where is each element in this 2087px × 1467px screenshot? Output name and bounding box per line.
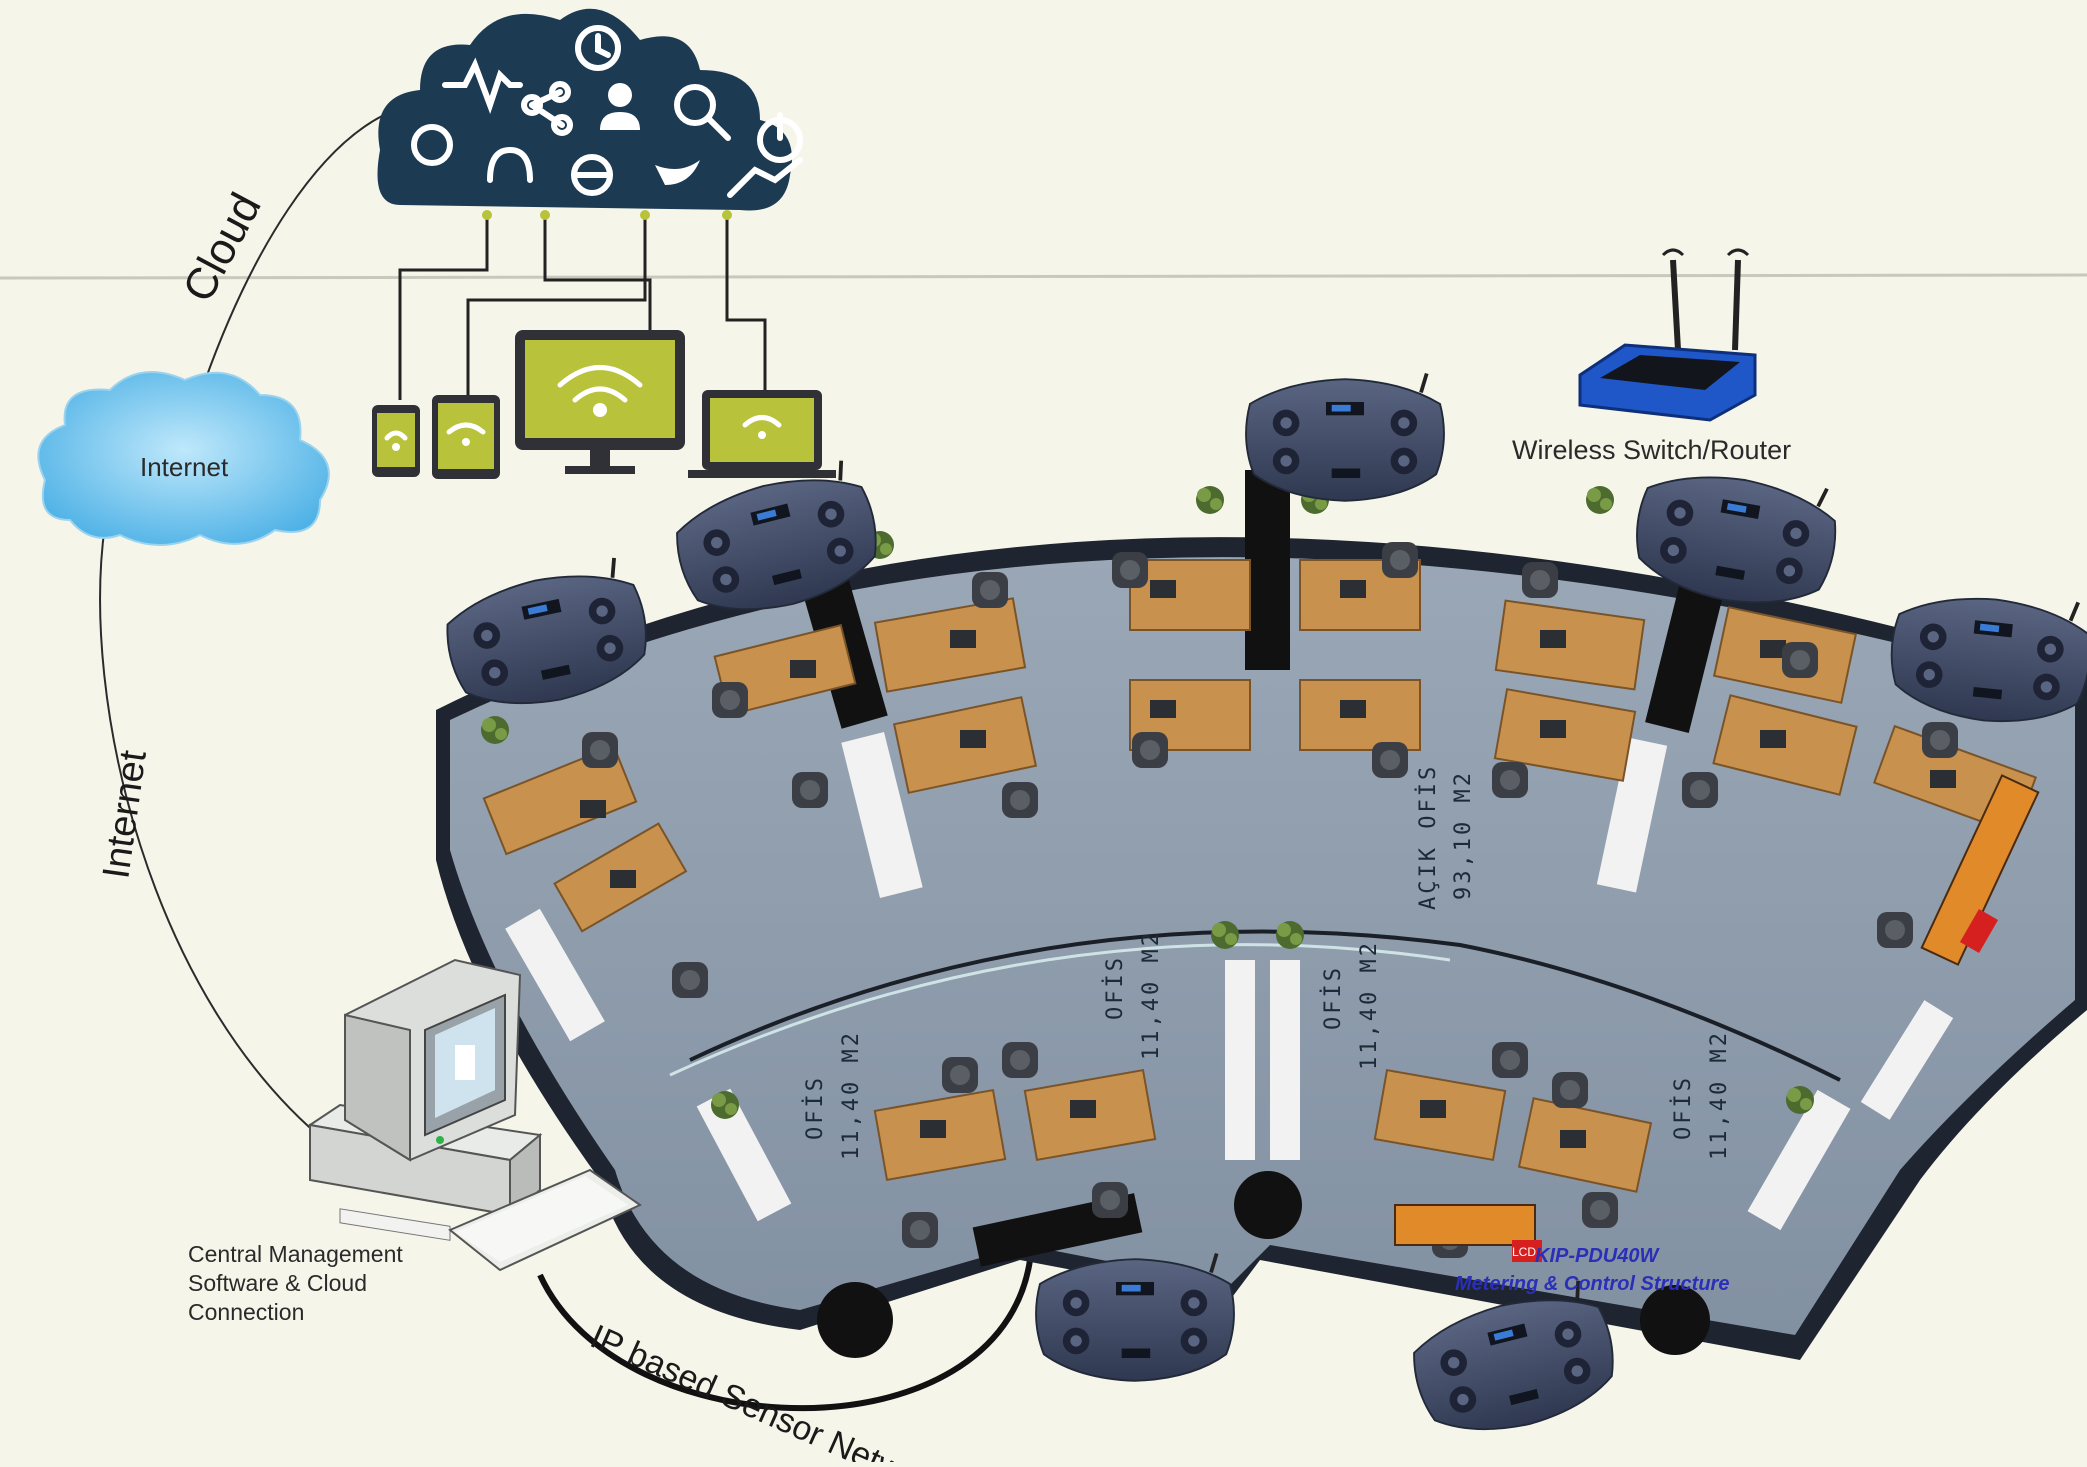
sensor-network-label: IP based Sensor Network xyxy=(585,1318,953,1462)
office-area-3: 11,40 M2 xyxy=(839,1030,864,1160)
wireless-router xyxy=(1578,248,1757,422)
kip-desc-label: Metering & Control Structure xyxy=(1455,1273,1729,1295)
central-label-line3: Connection xyxy=(188,1299,305,1325)
kip-model-label: KIP-PDU40W xyxy=(1535,1245,1660,1267)
office-area-4: 11,40 M2 xyxy=(1707,1030,1732,1160)
twitter-icon xyxy=(655,160,700,185)
central-computer xyxy=(307,958,642,1272)
cloud-services xyxy=(377,8,803,400)
floor-pdu-strip-right xyxy=(1920,774,2040,966)
office-name-1: OFİS xyxy=(1102,955,1128,1020)
internet-cloud-label: Internet xyxy=(140,452,229,482)
central-label-line2: Software & Cloud xyxy=(188,1270,367,1296)
office-name-2: OFİS xyxy=(1320,965,1346,1030)
search-icon xyxy=(674,84,716,126)
office-floor-plan xyxy=(436,470,2087,1360)
open-office-name: AÇIK OFİS xyxy=(1415,764,1441,910)
floor-pdu-strip-bottom xyxy=(1394,1204,1542,1262)
gear-icon xyxy=(411,124,453,166)
open-office-area: 93,10 M2 xyxy=(1451,770,1476,900)
pdu-device xyxy=(1244,371,1446,503)
central-label-line1: Central Management xyxy=(188,1241,403,1267)
cloud-link-line xyxy=(199,109,396,396)
headphones-icon xyxy=(487,146,533,183)
router-label: Wireless Switch/Router xyxy=(1512,435,1792,465)
user-icon xyxy=(608,83,632,107)
office-area-1: 11,40 M2 xyxy=(1139,930,1164,1060)
sensor-network-cable xyxy=(537,1259,1033,1412)
central-management-label: Central Management Software & Cloud Conn… xyxy=(188,1240,403,1327)
lcd-label: LCD xyxy=(1512,1245,1536,1259)
pdu-device xyxy=(1034,1251,1236,1383)
heartbeat-icon xyxy=(442,57,523,114)
office-name-4: OFİS xyxy=(1670,1075,1696,1140)
office-name-3: OFİS xyxy=(802,1075,828,1140)
divider-line xyxy=(0,273,2087,280)
trend-icon xyxy=(727,157,803,198)
share-icon xyxy=(521,94,543,116)
connected-devices xyxy=(372,330,836,479)
internet-link-line xyxy=(99,524,331,1146)
cloud-label: Cloud xyxy=(174,185,271,310)
clock-icon xyxy=(575,25,621,71)
office-area-2: 11,40 M2 xyxy=(1357,940,1382,1070)
internet-cloud xyxy=(37,371,330,546)
